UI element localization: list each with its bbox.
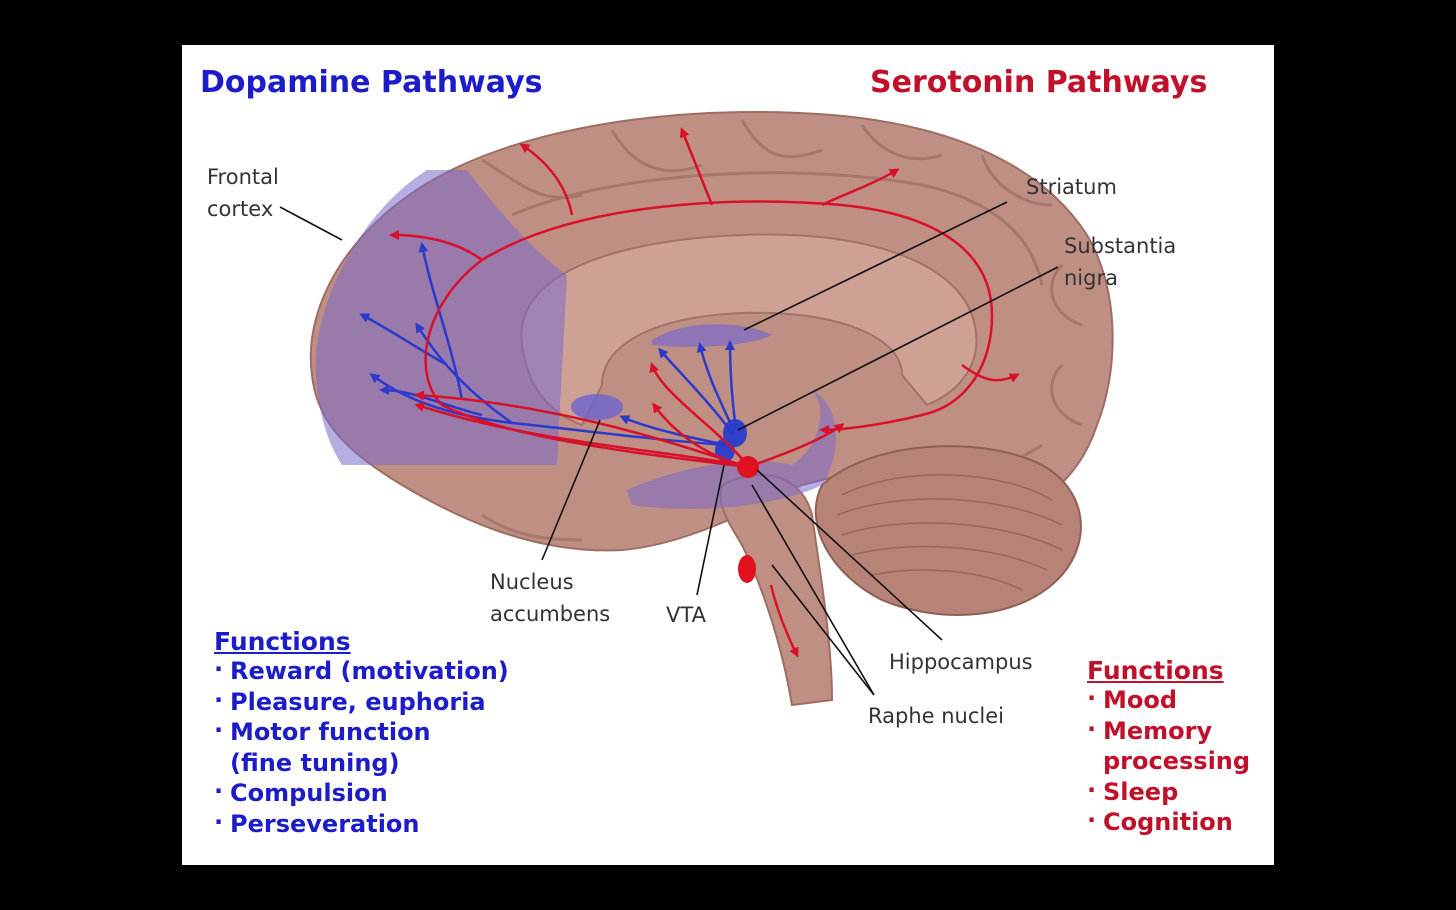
- raphe-nucleus-upper: [737, 456, 759, 478]
- label-accumbens: accumbens: [490, 602, 611, 626]
- label-substantia: Substantia: [1064, 234, 1177, 258]
- dopamine-functions-list: Reward (motivation) Pleasure, euphoria M…: [214, 654, 509, 840]
- label-nucleus: Nucleus: [490, 570, 574, 594]
- list-item: Cognition: [1087, 805, 1250, 838]
- list-item: Memory: [1087, 714, 1250, 747]
- nucleus-accumbens-region: [571, 394, 623, 420]
- slide: Dopamine Pathways Serotonin Pathways Fro…: [182, 45, 1274, 865]
- dopamine-functions: Functions Reward (motivation) Pleasure, …: [214, 627, 509, 839]
- label-nigra: nigra: [1064, 266, 1118, 290]
- raphe-nucleus-lower: [738, 555, 756, 583]
- list-item: Sleep: [1087, 775, 1250, 808]
- list-item: processing: [1103, 747, 1251, 775]
- label-frontal: Frontal: [207, 165, 279, 189]
- label-raphe-nuclei: Raphe nuclei: [868, 704, 1004, 728]
- serotonin-functions-list: Mood Memory processing Sleep Cognition: [1087, 683, 1251, 838]
- list-item: Compulsion: [214, 776, 509, 809]
- label-frontal-cortex: Frontal cortex: [207, 161, 279, 225]
- label-substantia-nigra: Substantia nigra: [1064, 230, 1176, 294]
- label-nucleus-accumbens: Nucleus accumbens: [490, 566, 610, 630]
- dopamine-title: Dopamine Pathways: [200, 65, 543, 100]
- list-item: Perseveration: [214, 807, 509, 840]
- list-item: Motor function: [214, 715, 509, 748]
- dopamine-functions-heading: Functions: [214, 627, 351, 656]
- serotonin-functions-heading: Functions: [1087, 656, 1224, 685]
- brain-diagram: [279, 111, 1114, 707]
- label-cortex: cortex: [207, 197, 274, 221]
- label-hippocampus: Hippocampus: [889, 650, 1033, 674]
- list-item: (fine tuning): [230, 748, 400, 777]
- leader-lines: [279, 201, 1059, 696]
- serotonin-title: Serotonin Pathways: [870, 65, 1208, 100]
- serotonin-functions: Functions Mood Memory processing Sleep C…: [1087, 656, 1250, 838]
- label-vta: VTA: [666, 603, 706, 627]
- serotonin-pathways: [389, 127, 1020, 658]
- list-item: Reward (motivation): [214, 654, 509, 687]
- striatum-region: [652, 324, 772, 347]
- label-striatum: Striatum: [1026, 175, 1117, 199]
- list-item: Mood: [1087, 683, 1250, 716]
- midbrain-region: [627, 390, 836, 509]
- corpus-callosum: [520, 233, 978, 427]
- list-item: Pleasure, euphoria: [214, 685, 509, 718]
- cerebellum-folia: [836, 474, 1063, 591]
